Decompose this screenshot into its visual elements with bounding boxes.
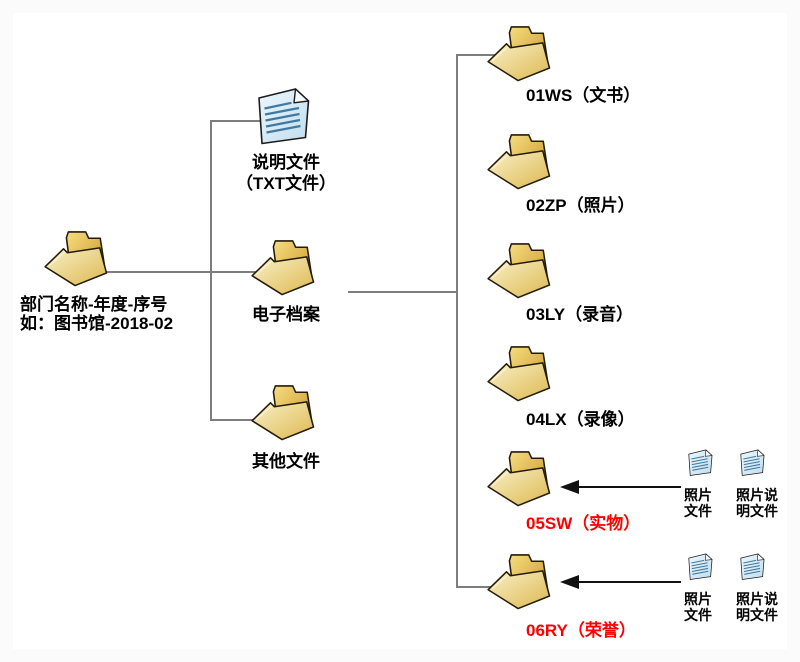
connector-level3-bracket bbox=[456, 54, 497, 588]
folder-icon bbox=[484, 553, 558, 611]
root-label-line1: 部门名称-年度-序号 bbox=[20, 295, 168, 314]
subfolder-label-04lx: 04LX（录像） bbox=[526, 410, 635, 429]
photo-file-label: 照片 文件 bbox=[684, 487, 712, 519]
photo-file-label-line1: 照片 bbox=[684, 591, 712, 607]
photo-file-label-line2: 文件 bbox=[684, 607, 712, 623]
readme-label-line2: （TXT文件） bbox=[235, 174, 337, 193]
document-icon bbox=[250, 85, 320, 151]
folder-icon bbox=[484, 133, 558, 191]
folder-icon bbox=[484, 242, 558, 300]
photo-desc-label-line2: 明文件 bbox=[736, 503, 778, 519]
readme-label-line1: 说明文件 bbox=[252, 153, 320, 172]
archive-folder-label: 电子档案 bbox=[252, 305, 320, 324]
photo-desc-label-line1: 照片说 bbox=[736, 487, 778, 503]
tree-connectors bbox=[106, 54, 497, 588]
document-icon bbox=[684, 448, 718, 479]
subfolder-label-06ry: 06RY（荣誉） bbox=[526, 621, 636, 640]
photo-desc-label-line2: 明文件 bbox=[736, 607, 778, 623]
document-icon bbox=[736, 552, 770, 583]
folder-icon bbox=[248, 384, 322, 442]
readme-label: 说明文件 （TXT文件） bbox=[222, 152, 350, 194]
subfolder-label-05sw: 05SW（实物） bbox=[526, 514, 641, 533]
photo-desc-file-label: 照片说 明文件 bbox=[736, 591, 778, 623]
arrow-photos-to-05sw bbox=[560, 480, 681, 494]
subfolder-label-02zp: 02ZP（照片） bbox=[526, 196, 635, 215]
subfolder-label-01ws: 01WS（文书） bbox=[526, 86, 641, 105]
root-folder-label: 部门名称-年度-序号 如：图书馆-2018-02 bbox=[20, 295, 173, 333]
folder-icon bbox=[248, 239, 322, 297]
photo-desc-file-label: 照片说 明文件 bbox=[736, 487, 778, 519]
subfolder-label-03ly: 03LY（录音） bbox=[526, 305, 634, 324]
root-label-line2: 如：图书馆-2018-02 bbox=[20, 314, 174, 333]
photo-file-label: 照片 文件 bbox=[684, 591, 712, 623]
folder-icon bbox=[484, 25, 558, 83]
photo-file-label-line2: 文件 bbox=[684, 503, 712, 519]
document-icon bbox=[684, 552, 718, 583]
other-folder-label: 其他文件 bbox=[252, 452, 320, 471]
arrow-photos-to-06ry bbox=[560, 575, 681, 589]
document-icon bbox=[736, 448, 770, 479]
photo-desc-label-line1: 照片说 bbox=[736, 591, 778, 607]
folder-icon bbox=[41, 230, 115, 288]
folder-icon bbox=[484, 450, 558, 508]
folder-icon bbox=[484, 345, 558, 403]
photo-file-label-line1: 照片 bbox=[684, 487, 712, 503]
connector-level2-bracket bbox=[210, 120, 265, 421]
